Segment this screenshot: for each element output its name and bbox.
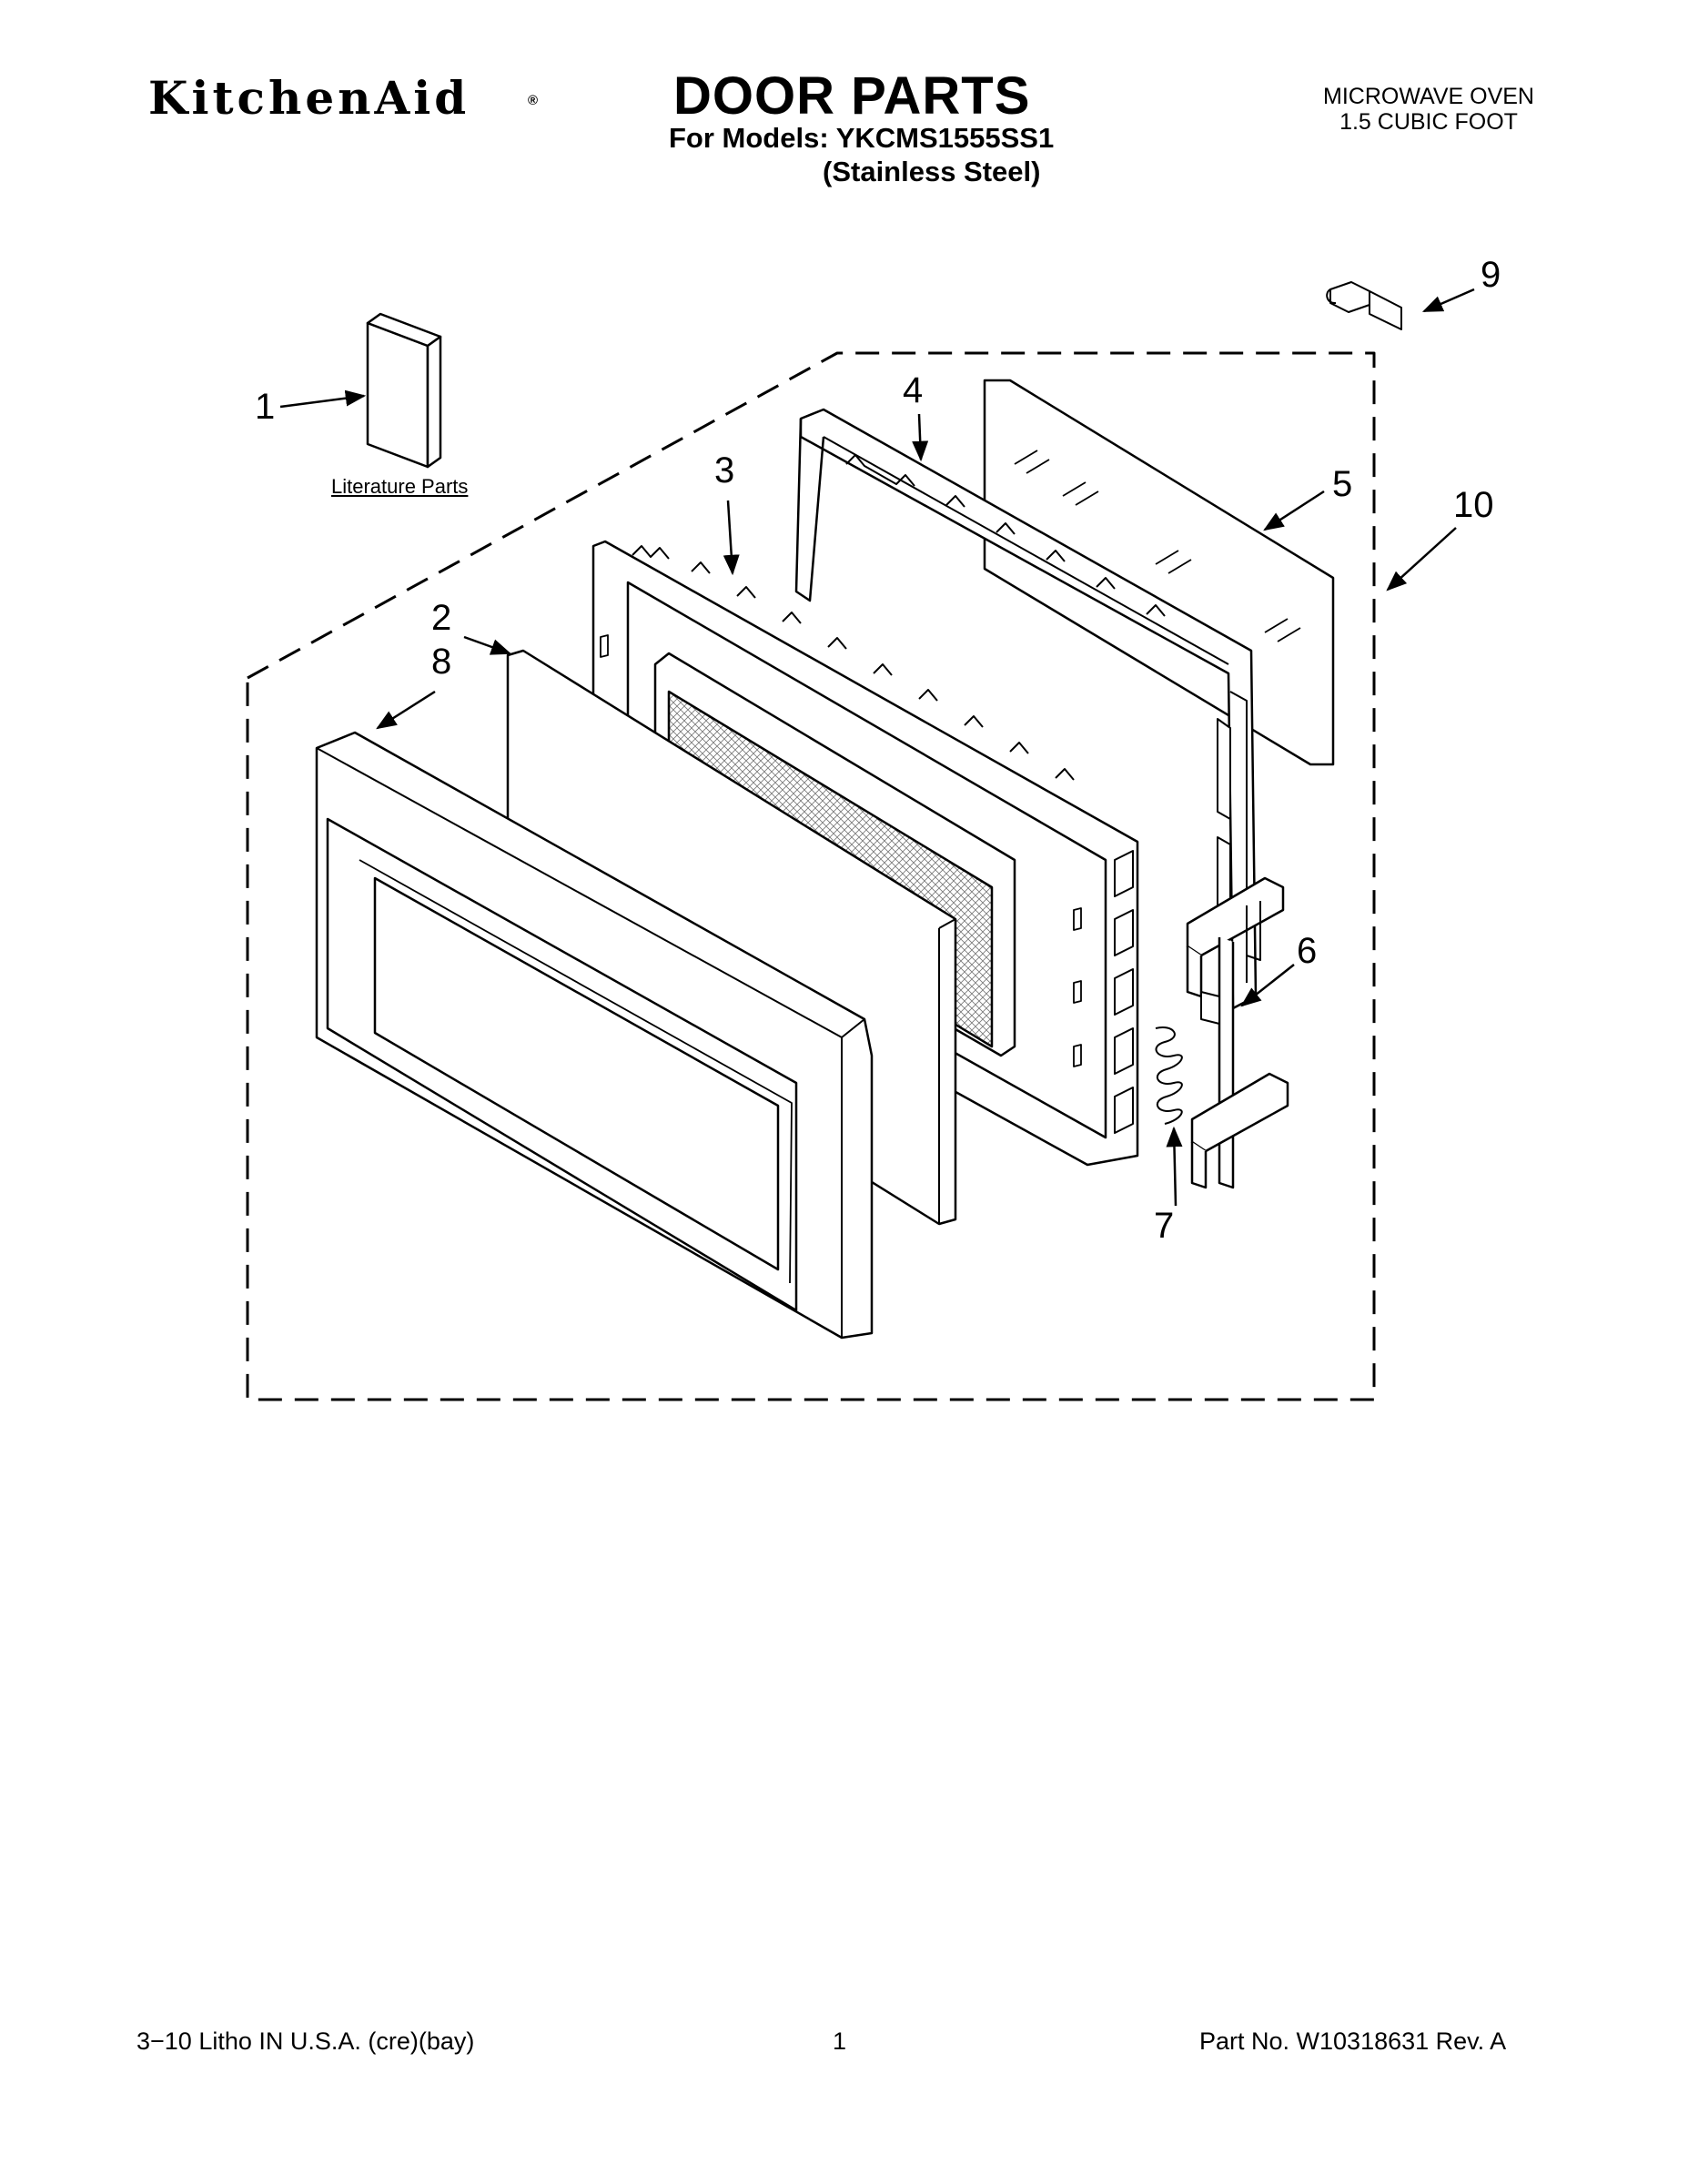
- callout-7: 7: [1154, 1206, 1174, 1246]
- literature-parts-label: Literature Parts: [331, 475, 469, 498]
- product-capacity: 1.5 CUBIC FOOT: [1339, 109, 1518, 135]
- literature-booklet: [366, 312, 442, 469]
- assembly-boundary: [246, 351, 1376, 1401]
- callout-4: 4: [903, 370, 923, 410]
- door-front-frame: [315, 731, 874, 1340]
- product-type: MICROWAVE OVEN: [1323, 84, 1534, 109]
- callout-numbers: 1 2 3 4 5 6 7 8 9 10: [255, 255, 1501, 1246]
- brand-logo: KitchenAid: [148, 71, 470, 125]
- callout-1: 1: [255, 387, 275, 427]
- leader-lines: [279, 288, 1475, 1207]
- callout-3: 3: [714, 450, 734, 490]
- glass-panel: [983, 379, 1335, 766]
- latch-spring: [1155, 1026, 1183, 1125]
- page-number: 1: [833, 2027, 847, 2055]
- callout-8: 8: [431, 642, 451, 682]
- callout-5: 5: [1332, 464, 1352, 504]
- callout-6: 6: [1297, 931, 1317, 971]
- callout-9: 9: [1481, 255, 1501, 295]
- callout-10: 10: [1453, 485, 1494, 525]
- variant-line: (Stainless Steel): [823, 156, 1041, 187]
- callout-2: 2: [431, 598, 451, 638]
- litho-info: 3−10 Litho IN U.S.A. (cre)(bay): [136, 2027, 475, 2055]
- page-title: DOOR PARTS: [673, 66, 1031, 126]
- registered-mark: ®: [528, 93, 539, 108]
- door-latch: [1186, 876, 1289, 1189]
- models-line: For Models: YKCMS1555SS1: [669, 122, 1055, 154]
- part-number: Part No. W10318631 Rev. A: [1199, 2027, 1507, 2055]
- door-clip: [1326, 281, 1402, 330]
